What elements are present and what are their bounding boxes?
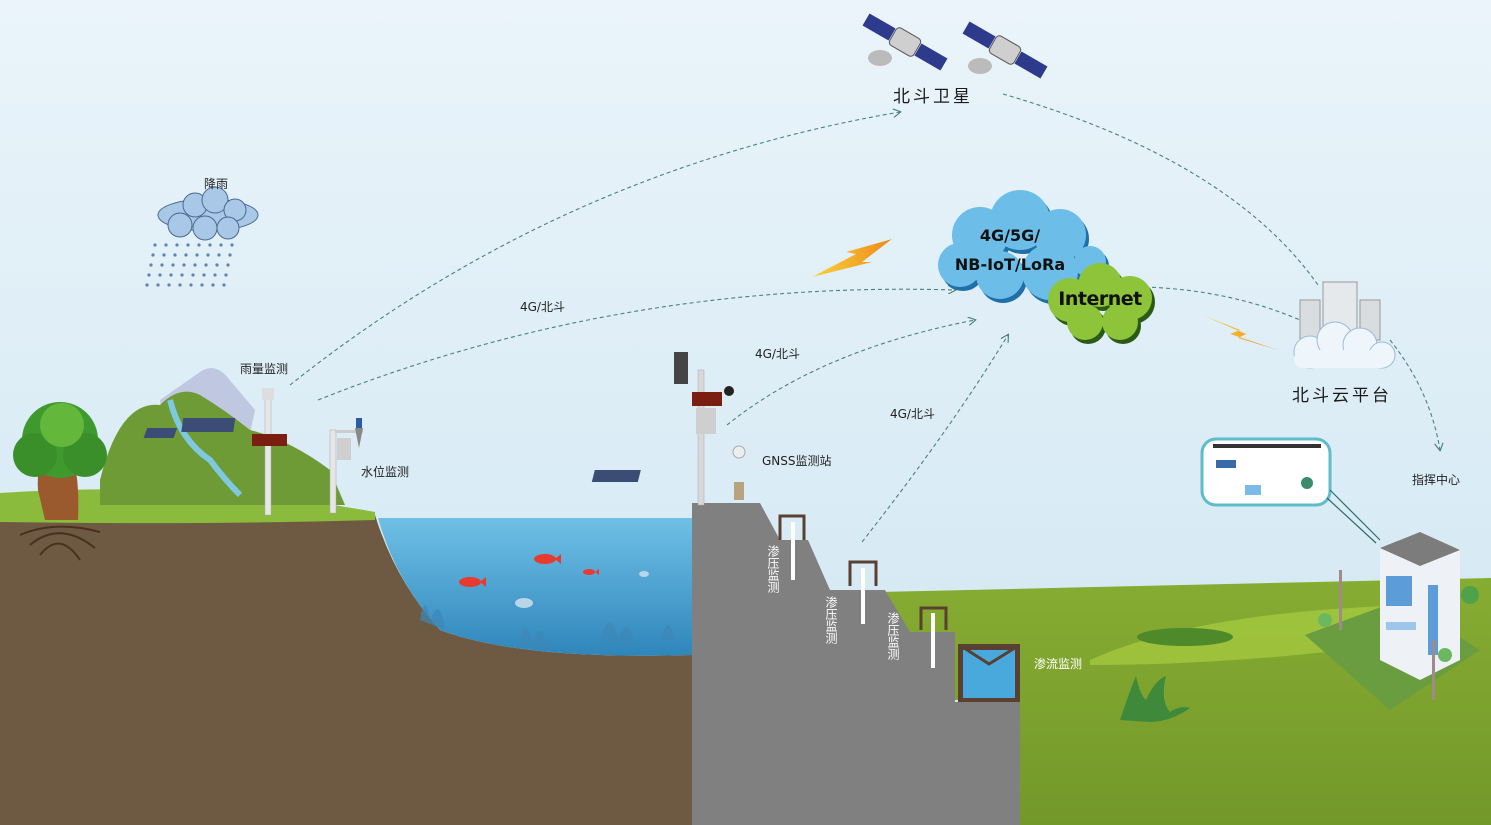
mountain: [100, 391, 345, 505]
link-platform-to-command: [1389, 339, 1440, 450]
link-gnss-to-network: [726, 320, 975, 426]
rain-drop: [158, 273, 162, 277]
water-level-monitor-label: 水位监测: [361, 465, 410, 479]
fish-icon: [459, 554, 649, 608]
link-seepage-to-network: [861, 335, 1008, 543]
rain-monitor-label: 雨量监测: [240, 362, 289, 376]
water-level-station-icon: [143, 418, 363, 514]
rain-drop: [213, 273, 217, 277]
piezometer-icon: [778, 514, 948, 630]
rain-drop: [228, 253, 232, 257]
rain-drop: [156, 283, 160, 287]
seepage-pressure-label: 渗压监测: [766, 545, 780, 593]
link-label-rain: 4G/北斗: [520, 300, 565, 314]
dam: [692, 503, 1020, 825]
rain-drop: [145, 283, 149, 287]
network-cloud-label-line1: 4G/5G/: [979, 226, 1041, 245]
gnss-station-icon: [591, 352, 746, 506]
rain-drop: [204, 263, 208, 267]
pond-shadow: [1137, 628, 1233, 646]
rain-drop: [149, 263, 153, 267]
river: [167, 399, 243, 498]
rain-drop: [215, 263, 219, 267]
rain-drop: [171, 263, 175, 267]
seepage-pressure-label: 渗压监测: [886, 612, 900, 660]
rain-drop: [151, 253, 155, 257]
rain-drop: [208, 243, 212, 247]
rain-drop: [182, 263, 186, 267]
internet-cloud-label: Internet: [1058, 288, 1142, 310]
rain-drop: [175, 243, 179, 247]
rain-drop: [222, 283, 226, 287]
seepage-flow-label: 渗流监测: [1034, 657, 1083, 671]
rain-drop: [197, 243, 201, 247]
link-internet-to-platform: [1144, 286, 1301, 321]
rain-drop: [219, 243, 223, 247]
rain-drop: [224, 273, 228, 277]
rain-drop: [200, 283, 204, 287]
rain-drop: [153, 243, 157, 247]
lightning-icon: [1202, 315, 1278, 350]
reservoir-water: [378, 518, 692, 656]
satellite-icon: [962, 21, 1048, 79]
link-rain-to-network: [317, 289, 955, 401]
link-label-gnss: 4G/北斗: [755, 347, 800, 361]
rain-drop: [230, 243, 234, 247]
command-center-label: 指挥中心: [1412, 473, 1461, 487]
rain-drop: [226, 263, 230, 267]
grass-strip: [0, 489, 375, 524]
tree-icon: [13, 402, 107, 561]
network-cloud-label-line2: NB-IoT/LoRa: [954, 255, 1066, 274]
dashboard-screenshot: [1200, 437, 1381, 544]
link-label-seepage: 4G/北斗: [890, 407, 935, 421]
rain-drop: [169, 273, 173, 277]
lightning-icon: [812, 239, 892, 277]
rain-drop: [217, 253, 221, 257]
internet-cloud-icon: [1048, 263, 1155, 344]
shrub: [1120, 676, 1190, 722]
weir-icon: [958, 644, 1020, 702]
rain-drop: [178, 283, 182, 287]
rain-drop: [162, 253, 166, 257]
rain-gauge-station-icon: [181, 388, 287, 516]
gnss-station-label: GNSS监测站: [762, 454, 832, 468]
rain-drop: [164, 243, 168, 247]
rain-drop: [189, 283, 193, 287]
rain-drop: [191, 273, 195, 277]
rain-drop: [206, 253, 210, 257]
satellite-icon: [862, 13, 948, 71]
piezometer-pipes: [791, 522, 935, 668]
network-cloud-icon: [938, 190, 1109, 304]
rain-drop: [186, 243, 190, 247]
link-rain-to-satellite: [289, 112, 900, 386]
rain-drop: [193, 263, 197, 267]
soil: [0, 515, 692, 825]
rain-drop: [173, 253, 177, 257]
rain-drop: [167, 283, 171, 287]
rain-drop: [211, 283, 215, 287]
rain-cloud-icon: [145, 186, 259, 287]
server-icon: [1293, 281, 1396, 369]
satellite-label: 北斗卫星: [893, 87, 973, 107]
rain-drop: [160, 263, 164, 267]
cloud-platform-label: 北斗云平台: [1292, 386, 1392, 406]
building-icon: [1305, 532, 1480, 710]
seepage-pressure-label: 渗压监测: [824, 596, 838, 644]
rain-label: 降雨: [204, 177, 229, 191]
rain-drop: [147, 273, 151, 277]
rain-drop: [180, 273, 184, 277]
seaweed: [420, 605, 675, 648]
rain-drop: [184, 253, 188, 257]
rain-drop: [202, 273, 206, 277]
rain-drop: [195, 253, 199, 257]
